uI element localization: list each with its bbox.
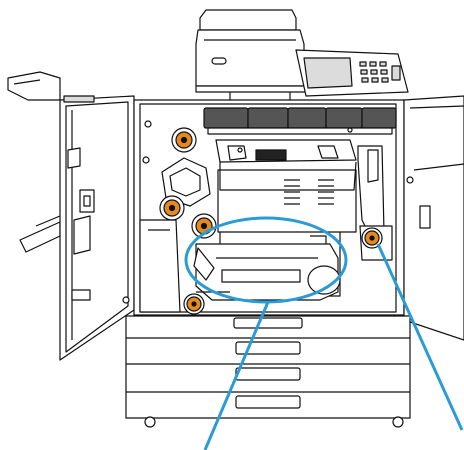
operation-panel [295, 49, 409, 97]
document-feeder [195, 9, 307, 100]
keypad [359, 61, 401, 83]
screw-dots [122, 120, 414, 304]
left-inner-cabinet [139, 219, 181, 313]
right-open-door [403, 95, 464, 341]
left-open-door [59, 95, 135, 361]
orange-knob-lower [183, 293, 205, 315]
paper-trays [125, 315, 411, 428]
orange-knobs [159, 127, 383, 315]
orange-knob-guide [159, 195, 185, 221]
finisher-tray [7, 71, 61, 253]
paper-feed-guide [161, 157, 211, 207]
vent-grilles [284, 179, 334, 205]
highlight-ellipse-drum [184, 216, 348, 304]
orange-knob-right [361, 227, 383, 249]
highlight-callouts [184, 216, 464, 450]
drum-unit [193, 243, 341, 301]
callout-line-drum [203, 301, 270, 450]
toner-cartridges [203, 107, 397, 135]
orange-knob-upper [171, 127, 197, 153]
callout-line-knob [376, 243, 464, 431]
